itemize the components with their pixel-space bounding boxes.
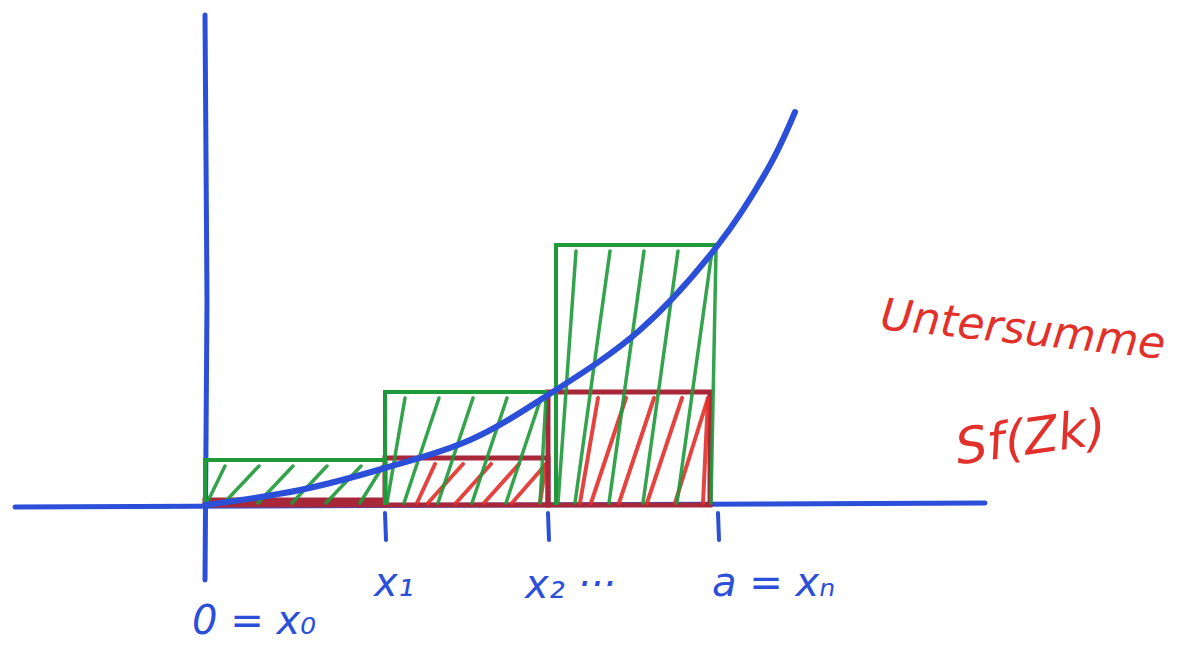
note-label: Untersumme [878,290,1168,368]
tick-mark [385,513,386,540]
tick-mark [718,513,719,540]
axis-label: x₂ ··· [525,562,616,606]
hatch-stroke [711,251,716,503]
hatch-stroke [703,398,708,503]
axis-label: x₁ [374,560,414,604]
axis-label: 0 = x₀ [192,598,316,642]
hatch-stroke [647,398,682,503]
hatch-stroke [643,251,678,503]
note-label: Sf(Zk) [952,400,1110,476]
hatch-stroke [540,398,546,503]
function-curve [205,112,795,505]
hatch-stroke [609,251,644,503]
tick-mark [548,513,549,540]
hatch-stroke [207,466,225,503]
hatch-stroke [472,398,507,503]
hatch-stroke [387,398,405,503]
axis-label: a = xₙ [712,560,835,604]
